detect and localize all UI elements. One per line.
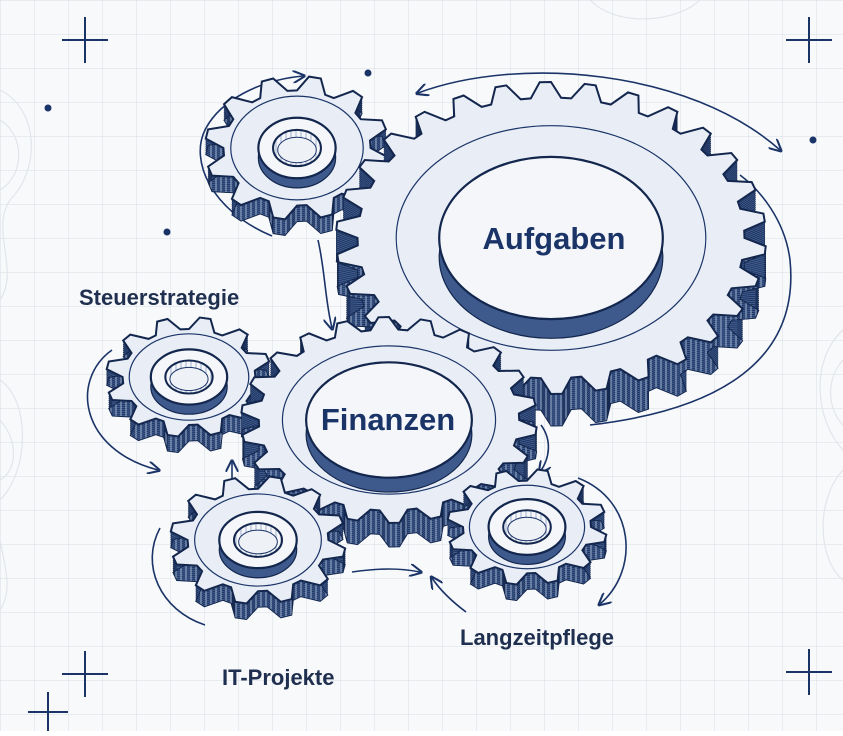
registration-marks: [28, 17, 832, 731]
arrow-aufgaben-down: [540, 424, 548, 472]
crosshair-icon: [62, 17, 108, 63]
blueprint-dots: [44, 69, 817, 236]
arrow-left-down: [317, 239, 332, 328]
crosshair-icon: [28, 692, 68, 731]
gear-langzeitpflege: [446, 468, 608, 602]
arrow-it-to-lang: [351, 569, 420, 572]
gear-steuerstrategie: [105, 316, 273, 454]
label-steuerstrategie: Steuerstrategie: [79, 285, 239, 310]
crosshair-icon: [62, 651, 108, 697]
label-langzeitpflege: Langzeitpflege: [460, 625, 614, 650]
arrow-right-outer: [589, 174, 792, 426]
gear-label-finanzen: Finanzen: [321, 402, 455, 437]
gear-aufgaben: [335, 80, 767, 427]
crosshair-icon: [786, 649, 832, 695]
contour-lines: [0, 0, 843, 611]
gear-finanzen: [240, 315, 538, 548]
label-it-projekte: IT-Projekte: [222, 665, 334, 690]
gear-group: [105, 75, 767, 621]
arrow-it-left: [151, 527, 206, 626]
gear-label-aufgaben: Aufgaben: [483, 221, 626, 256]
arrow-steuer: [86, 349, 158, 470]
crosshair-icon: [786, 17, 832, 63]
arrow-lang-right: [577, 477, 627, 604]
gear-it-projekte: [169, 475, 347, 621]
arrow-lang-back: [432, 578, 467, 613]
arrow-top: [418, 72, 780, 150]
